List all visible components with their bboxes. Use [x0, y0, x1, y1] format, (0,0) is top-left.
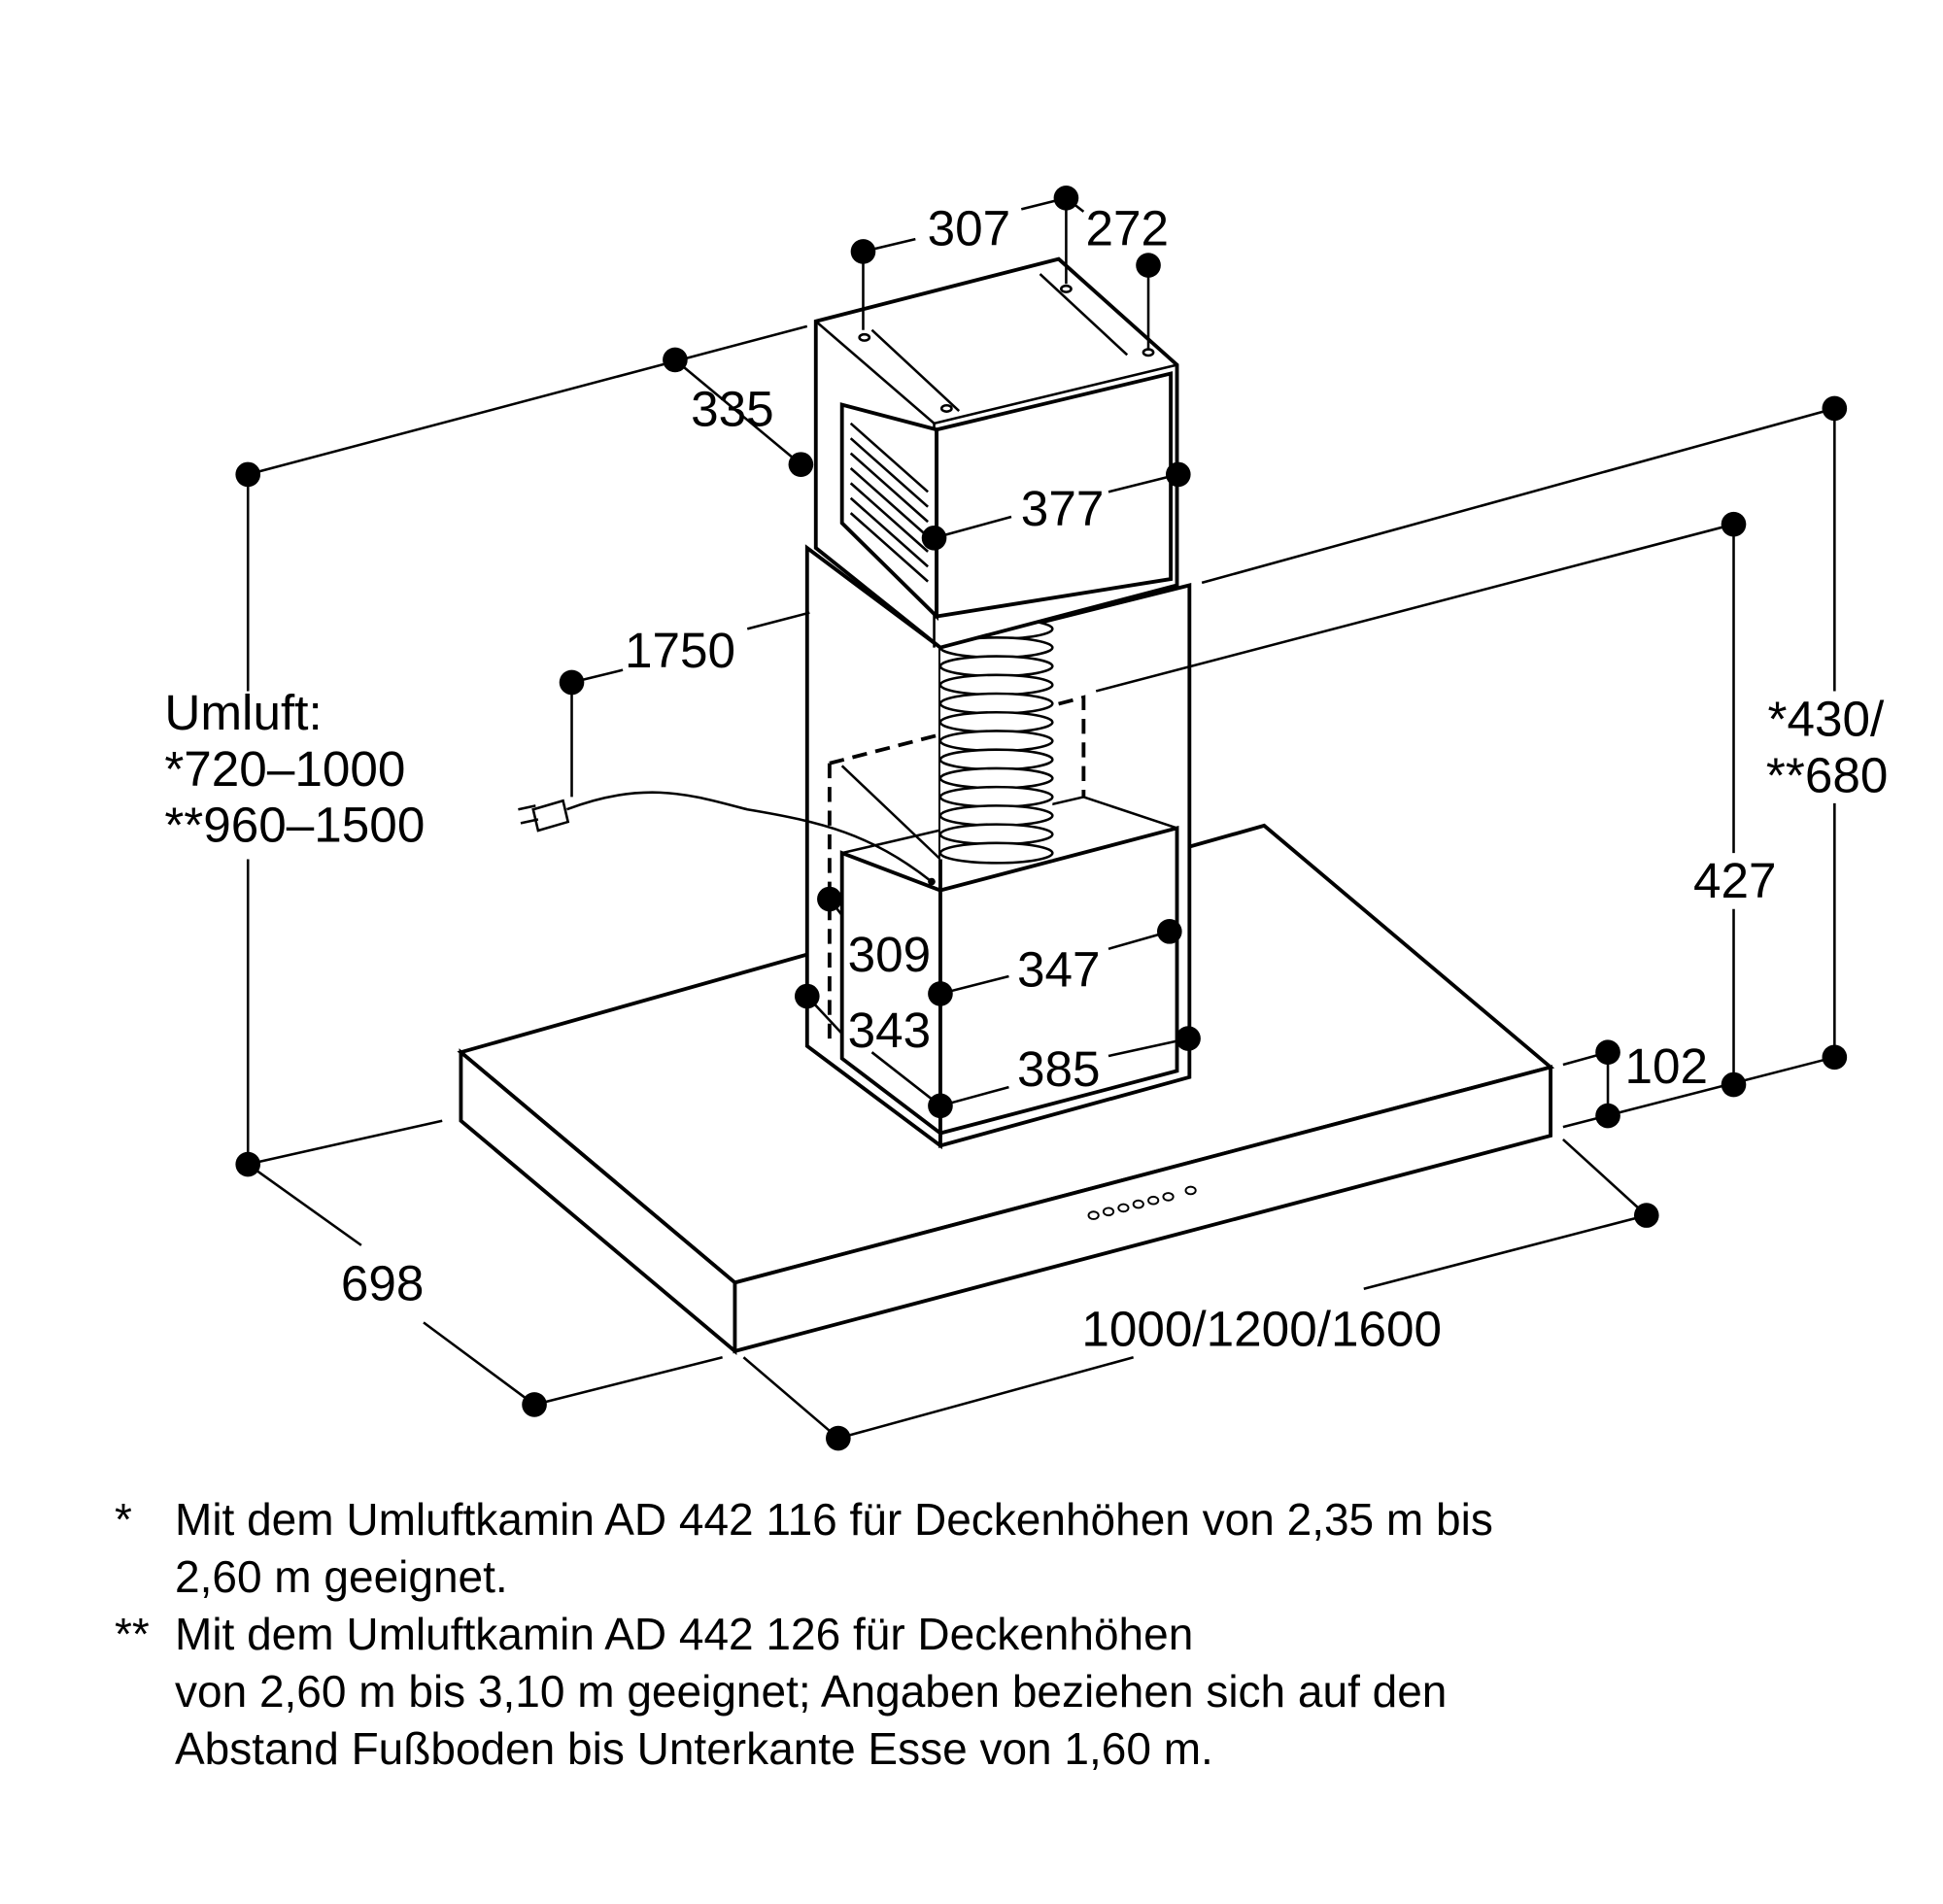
dim-1750: 1750	[625, 623, 735, 678]
dimension-points	[235, 186, 1848, 1451]
dim-335: 335	[691, 381, 774, 436]
dim-347: 347	[1017, 941, 1101, 997]
umluft-title: Umluft:	[164, 685, 322, 740]
dim-307: 307	[928, 201, 1011, 256]
control-buttons	[1087, 1185, 1197, 1220]
footnotes: * Mit dem Umluftkamin AD 442 116 für Dec…	[115, 1491, 1493, 1778]
umluft-range-1: *720–1000	[164, 741, 405, 797]
dim-272: 272	[1085, 201, 1169, 256]
dim-343: 343	[848, 1003, 932, 1058]
dim-698: 698	[341, 1255, 425, 1310]
footnote-mark: *	[115, 1494, 132, 1545]
dim-427: 427	[1693, 853, 1777, 908]
footnote-mark: **	[115, 1609, 150, 1659]
dim-680: **680	[1766, 747, 1888, 802]
umluft-range-2: **960–1500	[164, 798, 425, 853]
power-cord	[518, 791, 933, 883]
dimension-labels: 307 272 335 377 1750 Umluft: *720–1000 *…	[164, 201, 1888, 1357]
footnote-line: Mit dem Umluftkamin AD 442 126 für Decke…	[175, 1609, 1194, 1659]
footnote-1: * Mit dem Umluftkamin AD 442 116 für Dec…	[115, 1491, 1493, 1606]
fan-grille	[849, 422, 929, 583]
dim-377: 377	[1021, 481, 1105, 536]
footnote-line: 2,60 m geeignet.	[175, 1551, 508, 1602]
dim-309: 309	[848, 927, 932, 982]
footnote-line: von 2,60 m bis 3,10 m geeignet; Angaben …	[175, 1666, 1448, 1717]
footnote-2: ** Mit dem Umluftkamin AD 442 126 für De…	[115, 1606, 1493, 1778]
dim-width: 1000/1200/1600	[1081, 1302, 1442, 1357]
upper-fan-unit	[813, 256, 1179, 650]
flexible-duct	[938, 617, 1054, 865]
dim-102: 102	[1625, 1038, 1709, 1094]
footnote-line: Mit dem Umluftkamin AD 442 116 für Decke…	[175, 1494, 1493, 1545]
dim-385: 385	[1017, 1041, 1101, 1097]
footnote-line: Abstand Fußboden bis Unterkante Esse von…	[175, 1723, 1213, 1774]
dim-430: *430/	[1768, 692, 1885, 747]
